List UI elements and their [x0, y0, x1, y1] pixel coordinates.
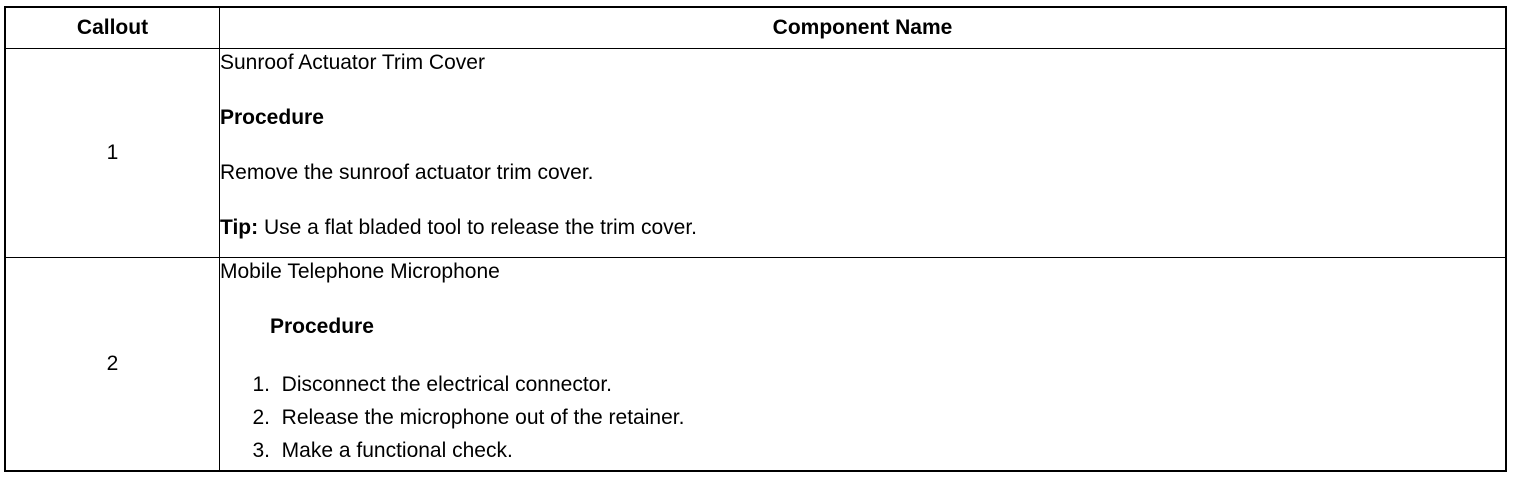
callout-number: 1 — [4, 48, 220, 258]
component-cell: Mobile Telephone Microphone Procedure 1.… — [219, 257, 1507, 472]
table-row: 2 Mobile Telephone Microphone Procedure … — [4, 257, 1507, 472]
step-text: Release the microphone out of the retain… — [281, 406, 685, 429]
procedure-heading: Procedure — [270, 315, 374, 338]
step-number: 1. — [252, 373, 270, 396]
component-name: Mobile Telephone Microphone — [220, 260, 500, 283]
header-callout: Callout — [4, 6, 220, 49]
component-table: Callout Component Name 1 Sunroof Actuato… — [4, 6, 1507, 472]
component-name: Sunroof Actuator Trim Cover — [220, 51, 485, 74]
list-item: 2. Release the microphone out of the ret… — [220, 401, 1505, 434]
tip-label: Tip: — [220, 216, 259, 239]
tip-note: Tip: Use a flat bladed tool to release t… — [220, 214, 1505, 241]
header-component-name: Component Name — [219, 6, 1507, 49]
step-number: 3. — [252, 439, 270, 462]
list-item: 3. Make a functional check. — [220, 434, 1505, 467]
step-number: 2. — [252, 406, 270, 429]
list-item: 1. Disconnect the electrical connector. — [220, 368, 1505, 401]
step-text: Disconnect the electrical connector. — [281, 373, 613, 396]
table-row: 1 Sunroof Actuator Trim Cover Procedure … — [4, 48, 1507, 258]
procedure-steps: 1. Disconnect the electrical connector. … — [220, 368, 1505, 467]
header-row: Callout Component Name — [4, 6, 1507, 49]
step-text: Make a functional check. — [281, 439, 513, 462]
component-cell: Sunroof Actuator Trim Cover Procedure Re… — [219, 48, 1507, 258]
callout-number: 2 — [4, 257, 220, 472]
tip-text: Use a flat bladed tool to release the tr… — [258, 216, 698, 239]
procedure-step: Remove the sunroof actuator trim cover. — [220, 161, 594, 184]
procedure-heading: Procedure — [220, 106, 324, 129]
